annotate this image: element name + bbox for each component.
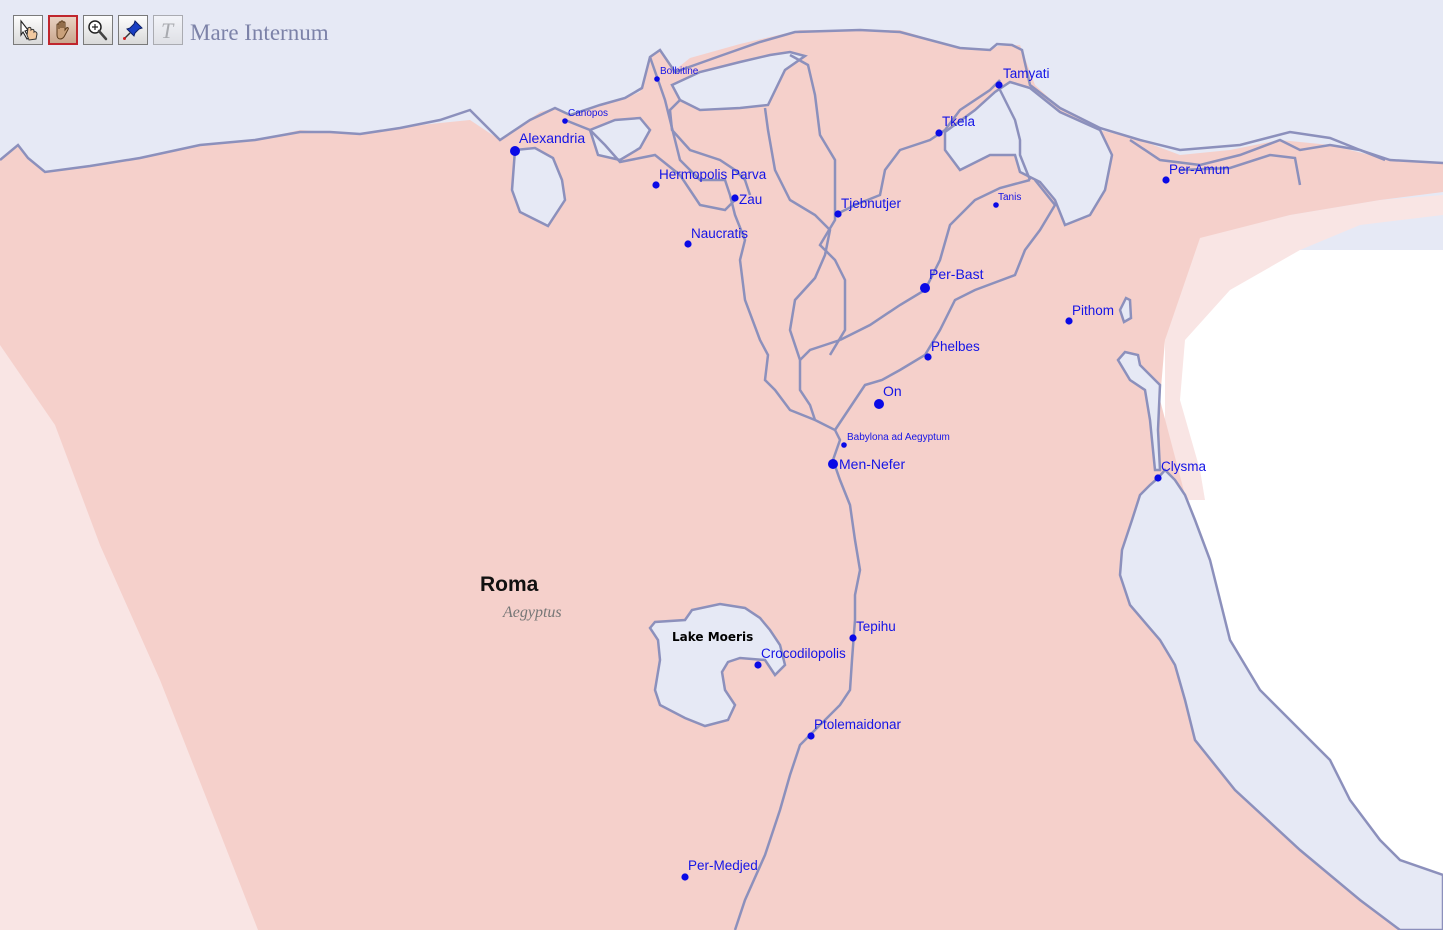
city-dot-bolbitine[interactable] bbox=[654, 76, 660, 82]
city-tamyati[interactable]: Tamyati bbox=[995, 66, 1050, 89]
magnifier-icon bbox=[88, 20, 108, 41]
city-label-per-bast[interactable]: Per-Bast bbox=[929, 266, 984, 282]
city-label-phelbes[interactable]: Phelbes bbox=[931, 339, 980, 354]
city-dot-crocodilopolis[interactable] bbox=[754, 661, 762, 669]
egypt-land bbox=[0, 30, 1443, 930]
city-label-per-medjed[interactable]: Per-Medjed bbox=[688, 858, 758, 873]
city-label-alexandria[interactable]: Alexandria bbox=[519, 130, 585, 146]
city-label-tamyati[interactable]: Tamyati bbox=[1003, 66, 1050, 81]
lake-manzala bbox=[943, 80, 1114, 227]
city-on[interactable]: On bbox=[874, 383, 902, 409]
city-canopos[interactable]: Canopos bbox=[562, 108, 608, 124]
city-dot-babylona-ad-aegyptum[interactable] bbox=[841, 442, 847, 448]
city-dot-alexandria[interactable] bbox=[510, 146, 520, 156]
city-label-babylona-ad-aegyptum[interactable]: Babylona ad Aegyptum bbox=[847, 432, 950, 443]
city-label-pithom[interactable]: Pithom bbox=[1072, 303, 1114, 318]
city-label-on[interactable]: On bbox=[883, 383, 902, 399]
city-dot-per-bast[interactable] bbox=[920, 283, 930, 293]
city-dot-per-medjed[interactable] bbox=[681, 873, 689, 881]
hand-pointer-icon bbox=[20, 19, 38, 41]
city-dot-men-nefer[interactable] bbox=[828, 459, 838, 469]
city-label-tepihu[interactable]: Tepihu bbox=[856, 619, 896, 634]
city-label-clysma[interactable]: Clysma bbox=[1161, 459, 1206, 474]
city-label-men-nefer[interactable]: Men-Nefer bbox=[839, 456, 905, 472]
city-dot-tepihu[interactable] bbox=[849, 634, 857, 642]
city-clysma[interactable]: Clysma bbox=[1154, 459, 1206, 482]
city-bolbitine[interactable]: Bolbitine bbox=[654, 66, 699, 82]
region-name: Roma bbox=[480, 573, 539, 596]
pushpin-icon bbox=[123, 20, 143, 40]
city-tepihu[interactable]: Tepihu bbox=[849, 619, 896, 642]
city-hermopolis-parva[interactable]: Hermopolis Parva bbox=[652, 167, 767, 189]
city-dot-tjebnutjer[interactable] bbox=[834, 210, 842, 218]
text-tool-button[interactable]: T bbox=[153, 15, 183, 45]
lake-moeris-label: Lake Moeris bbox=[672, 630, 753, 644]
pan-tool-button[interactable] bbox=[48, 15, 78, 45]
bitter-lakes bbox=[1116, 350, 1162, 472]
city-alexandria[interactable]: Alexandria bbox=[510, 130, 585, 156]
city-per-amun[interactable]: Per-Amun bbox=[1162, 162, 1230, 184]
city-dot-hermopolis-parva[interactable] bbox=[652, 181, 660, 189]
pin-tool-button[interactable] bbox=[118, 15, 148, 45]
city-label-tjebnutjer[interactable]: Tjebnutjer bbox=[841, 196, 902, 211]
city-dot-ptolemaidonar[interactable] bbox=[807, 732, 815, 740]
grab-hand-icon bbox=[56, 20, 69, 40]
city-dot-tanis[interactable] bbox=[993, 202, 999, 208]
lake-mareotis bbox=[510, 146, 567, 228]
city-dot-tkela[interactable] bbox=[935, 129, 943, 137]
lake-idku bbox=[588, 116, 652, 162]
sea-name: Mare Internum bbox=[190, 20, 329, 45]
city-zau[interactable]: Zau bbox=[731, 192, 762, 207]
city-naucratis[interactable]: Naucratis bbox=[684, 226, 748, 248]
city-label-bolbitine[interactable]: Bolbitine bbox=[660, 66, 699, 77]
city-men-nefer[interactable]: Men-Nefer bbox=[828, 456, 905, 472]
pointer-tool-button[interactable] bbox=[13, 15, 43, 45]
city-pithom[interactable]: Pithom bbox=[1065, 303, 1114, 325]
city-dot-phelbes[interactable] bbox=[924, 353, 932, 361]
city-per-medjed[interactable]: Per-Medjed bbox=[681, 858, 758, 881]
city-dot-per-amun[interactable] bbox=[1162, 176, 1170, 184]
city-tkela[interactable]: Tkela bbox=[935, 114, 976, 137]
city-dot-pithom[interactable] bbox=[1065, 317, 1073, 325]
city-label-zau[interactable]: Zau bbox=[739, 192, 762, 207]
city-dot-clysma[interactable] bbox=[1154, 474, 1162, 482]
city-label-canopos[interactable]: Canopos bbox=[568, 108, 608, 119]
city-babylona-ad-aegyptum[interactable]: Babylona ad Aegyptum bbox=[841, 432, 950, 448]
province-name: Aegyptus bbox=[502, 604, 562, 621]
zoom-tool-button[interactable] bbox=[83, 15, 113, 45]
city-tjebnutjer[interactable]: Tjebnutjer bbox=[834, 196, 902, 218]
city-dot-on[interactable] bbox=[874, 399, 884, 409]
map-toolbar: T bbox=[13, 15, 183, 45]
region-labels: Roma Aegyptus Lake Moeris bbox=[480, 573, 753, 644]
text-tool-icon: T bbox=[161, 18, 175, 42]
lake-burullus bbox=[670, 50, 808, 112]
sinai-faint bbox=[1165, 195, 1443, 500]
svg-text:T: T bbox=[161, 18, 175, 42]
city-label-ptolemaidonar[interactable]: Ptolemaidonar bbox=[814, 717, 902, 732]
gulf-of-suez bbox=[1118, 468, 1443, 930]
city-tanis[interactable]: Tanis bbox=[993, 192, 1021, 208]
city-label-per-amun[interactable]: Per-Amun bbox=[1169, 162, 1230, 177]
city-label-crocodilopolis[interactable]: Crocodilopolis bbox=[761, 646, 846, 661]
city-dot-tamyati[interactable] bbox=[995, 81, 1003, 89]
city-label-tkela[interactable]: Tkela bbox=[942, 114, 976, 129]
city-label-tanis[interactable]: Tanis bbox=[998, 192, 1021, 203]
city-phelbes[interactable]: Phelbes bbox=[924, 339, 980, 361]
city-dot-canopos[interactable] bbox=[562, 118, 568, 124]
city-dot-zau[interactable] bbox=[731, 194, 739, 202]
city-dot-naucratis[interactable] bbox=[684, 240, 692, 248]
lake-moeris bbox=[648, 602, 787, 728]
city-per-bast[interactable]: Per-Bast bbox=[920, 266, 984, 293]
coastline bbox=[0, 28, 1443, 174]
city-label-hermopolis-parva[interactable]: Hermopolis Parva bbox=[659, 167, 767, 182]
city-crocodilopolis[interactable]: Crocodilopolis bbox=[754, 646, 846, 669]
city-ptolemaidonar[interactable]: Ptolemaidonar bbox=[807, 717, 902, 740]
city-label-naucratis[interactable]: Naucratis bbox=[691, 226, 748, 241]
